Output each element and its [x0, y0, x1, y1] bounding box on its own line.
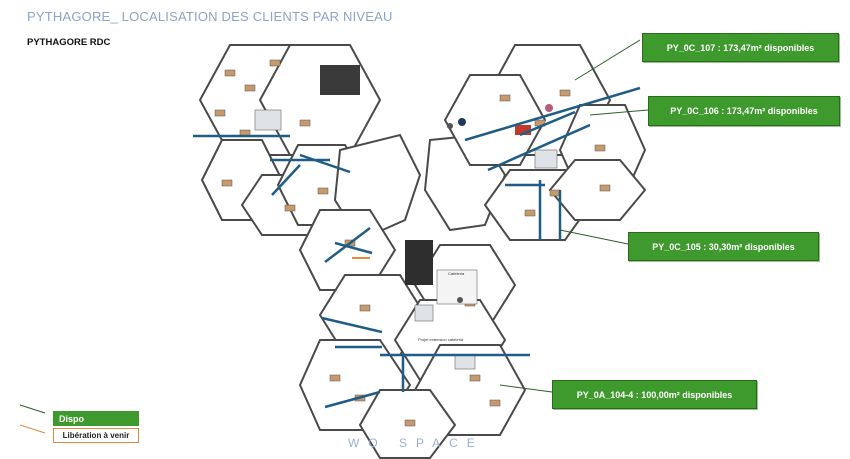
red-furniture [515, 125, 531, 135]
legend-liberation: Libération à venir [53, 428, 139, 443]
legend-dispo: Dispo [53, 411, 139, 426]
floor-subtitle: PYTHAGORE RDC [27, 37, 111, 48]
cafeteria-zone [436, 269, 478, 305]
callout-py-0c-106: PY_0C_106 : 173,47m² disponibles [648, 96, 840, 126]
callout-py-0c-105: PY_0C_105 : 30,30m² disponibles [628, 232, 819, 261]
callout-py-0c-107: PY_0C_107 : 173,47m² disponibles [642, 33, 839, 62]
hex-room [443, 74, 547, 166]
watermark: WO SPACE [348, 436, 484, 450]
cafeteria-label: Cafeteria [448, 271, 465, 276]
meeting-table [320, 65, 360, 95]
extension-label: Projet extension cafeteria [418, 337, 464, 342]
page-title: PYTHAGORE_ LOCALISATION DES CLIENTS PAR … [27, 9, 393, 24]
callout-py-0a-104-4: PY_0A_104-4 : 100,00m² disponibles [552, 380, 757, 409]
stairwell [405, 240, 433, 285]
